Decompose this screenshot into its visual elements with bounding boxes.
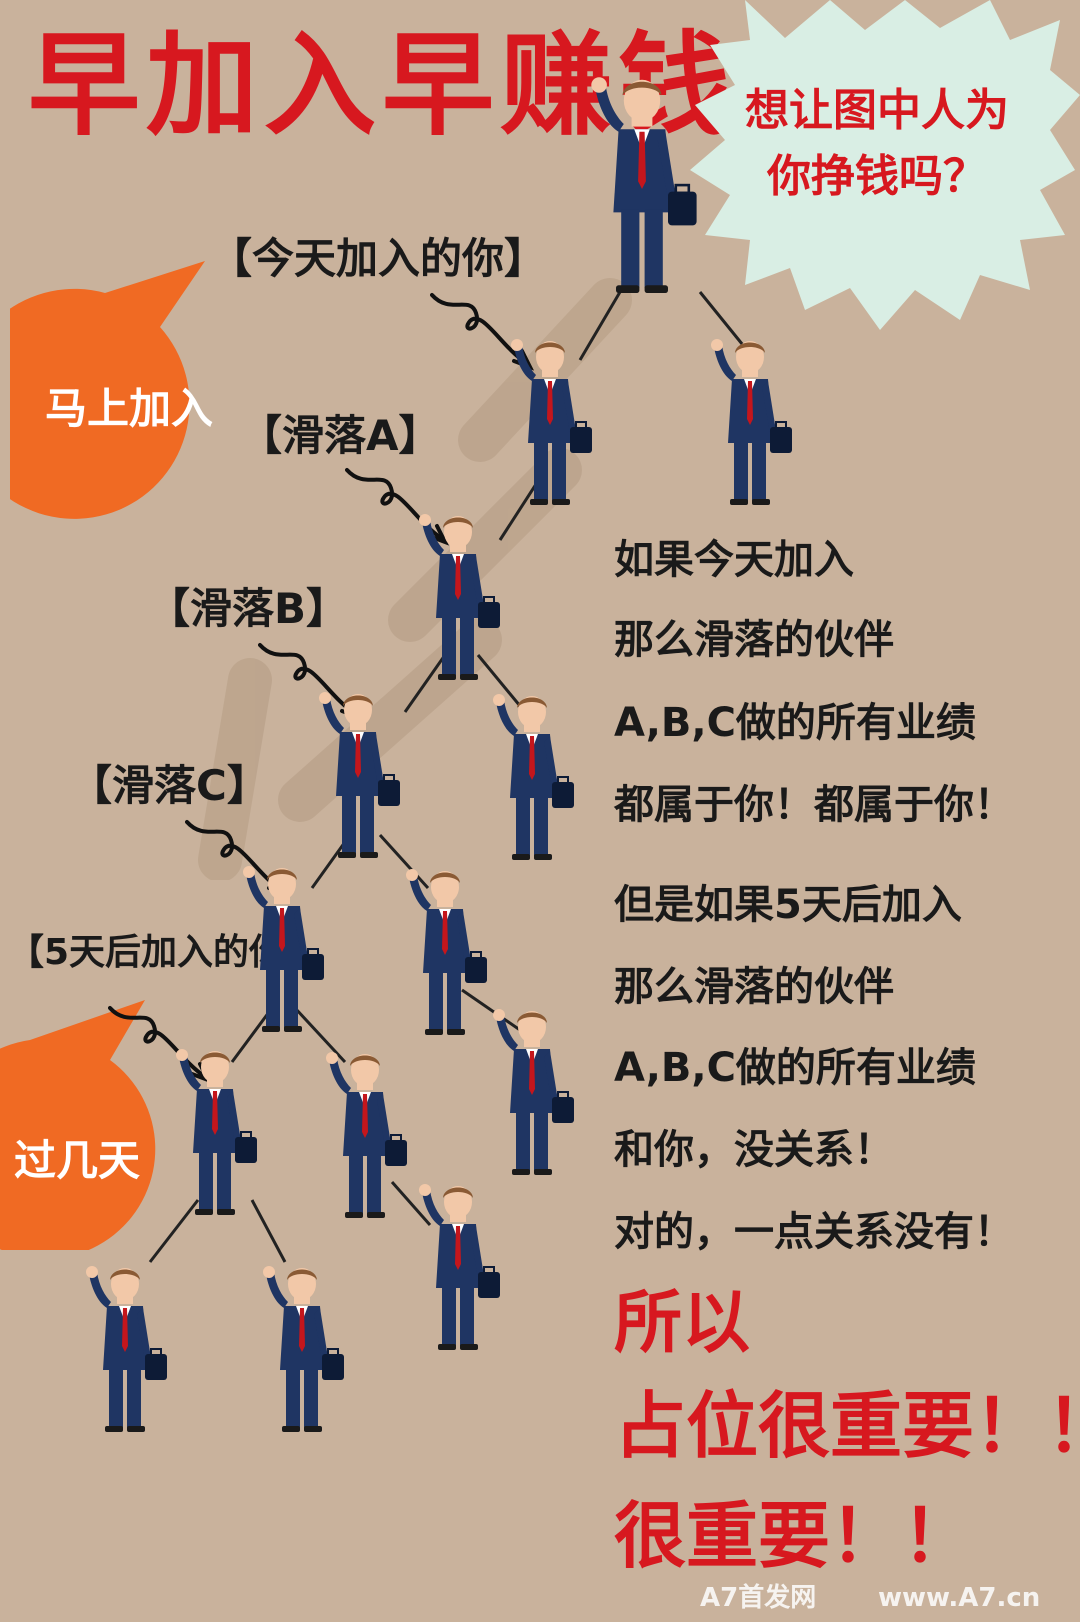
label-slide-c: 【滑落C】 bbox=[70, 761, 269, 810]
side-text-line: 那么滑落的伙伴 bbox=[614, 964, 894, 1010]
businessman-icon bbox=[419, 514, 500, 680]
businessman-icon bbox=[326, 1052, 407, 1218]
businessman-icon bbox=[406, 869, 487, 1035]
few-days-bubble bbox=[0, 1000, 156, 1250]
businessman-icon bbox=[511, 339, 592, 505]
businessman-icon bbox=[493, 694, 574, 860]
businessman-icon bbox=[86, 1266, 167, 1432]
conclusion-line-3: 很重要！！ bbox=[614, 1494, 975, 1578]
side-text-line: 如果今天加入 bbox=[614, 537, 854, 583]
side-text-line: 对的，一点关系没有！ bbox=[614, 1209, 1014, 1255]
side-text-line: 都属于你！都属于你！ bbox=[614, 782, 1014, 828]
businessman-icon bbox=[263, 1266, 344, 1432]
join-now-text: 马上加入 bbox=[45, 384, 214, 433]
label-today-join: 【今天加入的你】 bbox=[210, 234, 547, 283]
label-slide-b: 【滑落B】 bbox=[148, 584, 349, 633]
side-text-line: A,B,C做的所有业绩 bbox=[614, 1045, 976, 1091]
side-text-line: 但是如果5天后加入 bbox=[614, 882, 962, 928]
starburst-line-2: 你挣钱吗？ bbox=[767, 151, 987, 202]
join-now-bubble bbox=[10, 261, 205, 519]
businessman-icon bbox=[711, 339, 792, 505]
starburst-line-1: 想让图中人为 bbox=[745, 85, 1009, 136]
conclusion-line-1: 所以 bbox=[614, 1284, 751, 1363]
watermark-right: www.A7.cn bbox=[878, 1583, 1041, 1613]
businessman-icon bbox=[493, 1009, 574, 1175]
side-text-line: A,B,C做的所有业绩 bbox=[614, 700, 976, 746]
starburst-text: 想让图中人为 你挣钱吗？ bbox=[745, 78, 1009, 210]
side-text-line: 那么滑落的伙伴 bbox=[614, 617, 894, 663]
businessman-icon bbox=[243, 866, 324, 1032]
businessman-icon bbox=[319, 692, 400, 858]
few-days-text: 过几天 bbox=[14, 1136, 141, 1185]
conclusion-line-2: 占位很重要！！ bbox=[614, 1384, 1080, 1468]
businessman-icon bbox=[591, 77, 697, 293]
side-text-line: 和你，没关系！ bbox=[614, 1127, 894, 1173]
watermark-left: A7首发网 bbox=[700, 1583, 817, 1613]
label-slide-a: 【滑落A】 bbox=[240, 411, 441, 460]
businessman-icon bbox=[419, 1184, 500, 1350]
businessman-icon bbox=[176, 1049, 257, 1215]
starburst-shape bbox=[690, 0, 1080, 330]
